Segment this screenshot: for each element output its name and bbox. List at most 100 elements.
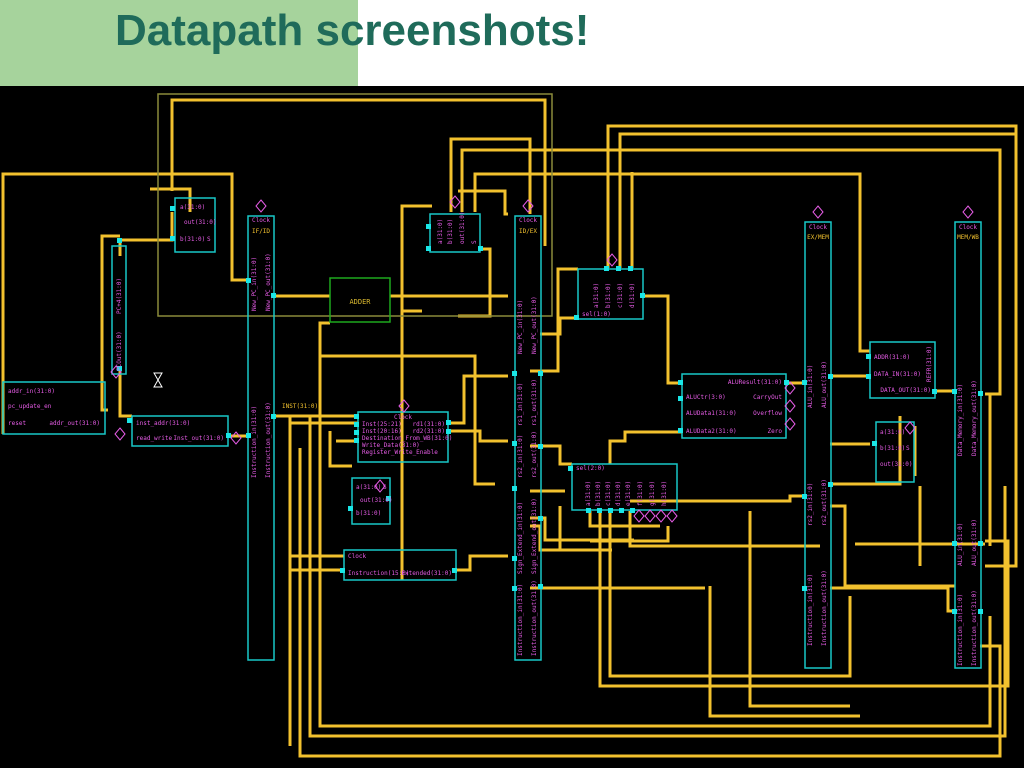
- sign-ext-block: [343, 549, 457, 581]
- clock-diamond: [255, 199, 267, 213]
- inst-bus-label: INST(31:0): [282, 403, 318, 410]
- port-connector: [616, 266, 621, 271]
- port-connector: [802, 586, 807, 591]
- port-connector: [127, 418, 132, 423]
- port-diamond: [655, 509, 667, 523]
- port-connector: [246, 433, 251, 438]
- port-connector: [574, 315, 579, 320]
- port-connector: [597, 508, 602, 513]
- clock-label: Clock: [394, 414, 412, 421]
- port-connector: [538, 371, 543, 376]
- port-label: ALUData1(31:0): [686, 410, 737, 417]
- port-connector: [512, 371, 517, 376]
- port-label: ALU_out(31:0): [821, 361, 828, 408]
- port-diamond: [644, 509, 656, 523]
- port-label: sel(1:0): [582, 311, 611, 318]
- wire: [1, 172, 248, 434]
- wire: [590, 526, 670, 543]
- port-diamond: [784, 417, 796, 431]
- port-label: Data_Memory_in(31:0): [957, 384, 964, 456]
- id-ex-register: [514, 215, 542, 661]
- clock-label: Clock: [809, 224, 827, 231]
- port-label: Inst(20:16): [362, 428, 402, 435]
- port-connector: [246, 278, 251, 283]
- port-label: Overflow: [753, 410, 782, 417]
- clock-label: Clock: [959, 224, 977, 231]
- mem-wb-register: [954, 221, 982, 669]
- alu-block: [681, 373, 787, 439]
- port-label: out(31:0): [880, 461, 913, 468]
- wire: [618, 132, 1016, 268]
- port-connector: [386, 496, 391, 501]
- port-label: a(31:0): [180, 204, 205, 211]
- wire: [449, 137, 532, 214]
- register-title: EX/MEM: [807, 234, 829, 241]
- port-label: rs2_in(31:0): [517, 435, 524, 478]
- port-label: rs1_in(31:0): [517, 383, 524, 426]
- port-connector: [117, 238, 122, 243]
- wire: [630, 494, 805, 503]
- port-connector: [512, 586, 517, 591]
- port-label: Zero: [768, 428, 783, 435]
- wire: [608, 430, 682, 464]
- port-connector: [586, 508, 591, 513]
- wire: [530, 516, 634, 542]
- wire: [150, 187, 192, 212]
- port-label: Extended(31:0): [401, 570, 452, 577]
- port-label: ALU_in(31:0): [807, 365, 814, 408]
- port-connector: [568, 466, 573, 471]
- port-label: out(31:0): [459, 211, 466, 244]
- register-title: MEM/WB: [957, 234, 979, 241]
- port-label: Instruction_out(31:0): [821, 570, 828, 646]
- port-label: New_PC_out(31:0): [531, 296, 538, 354]
- port-label: pc_update_en: [8, 403, 52, 410]
- port-label: PCOut(31:0): [116, 331, 123, 371]
- port-diamond: [784, 399, 796, 413]
- wire: [473, 172, 870, 353]
- port-label: S: [207, 236, 211, 243]
- port-connector: [630, 508, 635, 513]
- port-connector: [802, 494, 807, 499]
- port-label: read_write: [136, 435, 173, 442]
- port-connector: [271, 293, 276, 298]
- port-label: h(31:0): [661, 481, 668, 506]
- port-label: out(31:0): [184, 219, 217, 226]
- outline-frame: [157, 93, 553, 317]
- port-diamond: [230, 431, 242, 445]
- port-label: S: [383, 484, 387, 491]
- port-diamond: [374, 479, 386, 493]
- hourglass-icon: [153, 372, 163, 388]
- port-label: Register_Write_Enable: [362, 449, 438, 456]
- slide-title: Datapath screenshots!: [115, 6, 590, 55]
- mux-top-block: [174, 197, 216, 253]
- clock-label: Clock: [348, 553, 366, 560]
- wire: [588, 511, 660, 528]
- title-background: [0, 0, 358, 86]
- adder-label: ADDER: [349, 298, 371, 306]
- port-label: addr_out(31:0): [49, 420, 100, 427]
- clock-diamond: [398, 399, 410, 413]
- port-label: f(31:0): [637, 481, 644, 506]
- port-connector: [354, 422, 359, 427]
- port-label: c(31:0): [617, 283, 624, 308]
- port-connector: [170, 236, 175, 241]
- port-connector: [952, 389, 957, 394]
- port-label: ALUCtr(3:0): [686, 394, 726, 401]
- wire: [328, 431, 352, 468]
- port-connector: [978, 541, 983, 546]
- clock-diamond: [606, 253, 618, 267]
- port-label: a(31:0): [356, 484, 381, 491]
- port-connector: [828, 482, 833, 487]
- port-connector: [932, 389, 937, 394]
- port-label: inst_addr(31:0): [136, 420, 190, 427]
- port-label: New_PC_out(31:0): [265, 253, 272, 311]
- wire: [540, 316, 578, 336]
- port-label: Instruction(15:0): [348, 570, 409, 577]
- port-connector: [538, 584, 543, 589]
- port-connector: [678, 380, 683, 385]
- wire: [118, 371, 132, 418]
- wire: [458, 189, 508, 216]
- port-label: c(31:0): [605, 481, 612, 506]
- port-connector: [952, 609, 957, 614]
